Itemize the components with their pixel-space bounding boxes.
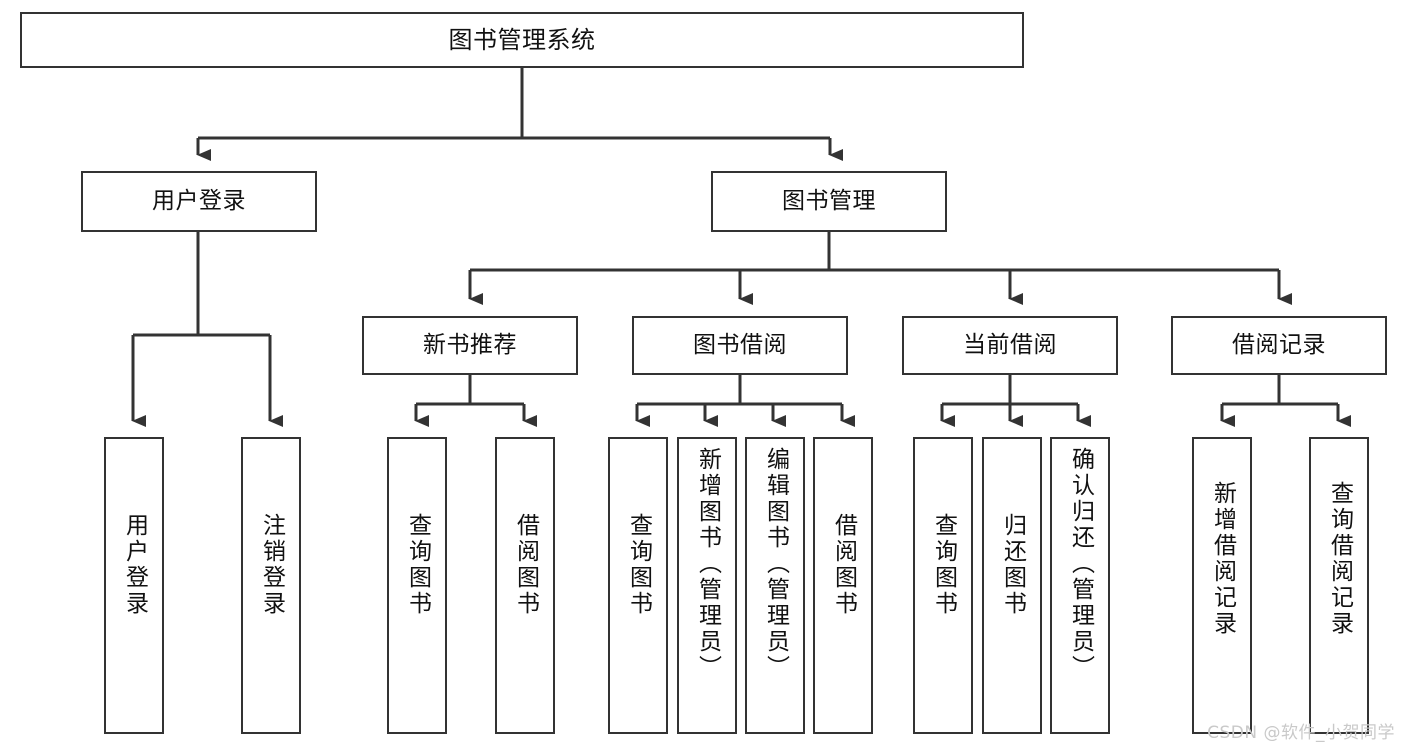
node-label: 新增借阅记录 — [1209, 481, 1236, 637]
leaf-logout-login[interactable]: 注销登录 — [241, 437, 301, 734]
node-label: 确认归还（管理员） — [1067, 447, 1094, 681]
node-label: 借阅图书 — [512, 513, 539, 617]
node-label: 当前借阅 — [963, 331, 1057, 358]
node-book-borrow[interactable]: 图书借阅 — [632, 316, 848, 375]
node-label: 借阅图书 — [830, 513, 857, 617]
node-label: 归还图书 — [999, 513, 1026, 617]
node-label: 查询图书 — [625, 513, 652, 617]
leaf-borrow-book-1[interactable]: 借阅图书 — [495, 437, 555, 734]
leaf-edit-book[interactable]: 编辑图书（管理员） — [745, 437, 805, 734]
node-label: 注销登录 — [258, 513, 285, 617]
node-new-book-recommend[interactable]: 新书推荐 — [362, 316, 578, 375]
node-user-login[interactable]: 用户登录 — [81, 171, 317, 232]
node-label: 用户登录 — [152, 187, 246, 214]
leaf-user-login[interactable]: 用户登录 — [104, 437, 164, 734]
leaf-query-book-1[interactable]: 查询图书 — [387, 437, 447, 734]
watermark-text: CSDN @软件_小贺同学 — [1207, 723, 1395, 743]
leaf-query-book-2[interactable]: 查询图书 — [608, 437, 668, 734]
node-label: 用户登录 — [121, 513, 148, 617]
leaf-query-record[interactable]: 查询借阅记录 — [1309, 437, 1369, 734]
node-label: 编辑图书（管理员） — [762, 447, 789, 681]
node-label: 新书推荐 — [423, 331, 517, 358]
node-label: 图书管理 — [782, 187, 876, 214]
node-label: 查询图书 — [930, 513, 957, 617]
node-label: 查询借阅记录 — [1326, 481, 1353, 637]
node-current-borrow[interactable]: 当前借阅 — [902, 316, 1118, 375]
leaf-return-book[interactable]: 归还图书 — [982, 437, 1042, 734]
node-label: 图书管理系统 — [448, 25, 596, 54]
node-label: 查询图书 — [404, 513, 431, 617]
leaf-borrow-book-2[interactable]: 借阅图书 — [813, 437, 873, 734]
node-label: 图书借阅 — [693, 331, 787, 358]
leaf-confirm-return[interactable]: 确认归还（管理员） — [1050, 437, 1110, 734]
node-borrow-record[interactable]: 借阅记录 — [1171, 316, 1387, 375]
leaf-add-record[interactable]: 新增借阅记录 — [1192, 437, 1252, 734]
node-label: 借阅记录 — [1232, 331, 1326, 358]
node-label: 新增图书（管理员） — [694, 447, 721, 681]
leaf-add-book[interactable]: 新增图书（管理员） — [677, 437, 737, 734]
node-root-system[interactable]: 图书管理系统 — [20, 12, 1024, 68]
leaf-query-book-3[interactable]: 查询图书 — [913, 437, 973, 734]
node-book-manage[interactable]: 图书管理 — [711, 171, 947, 232]
